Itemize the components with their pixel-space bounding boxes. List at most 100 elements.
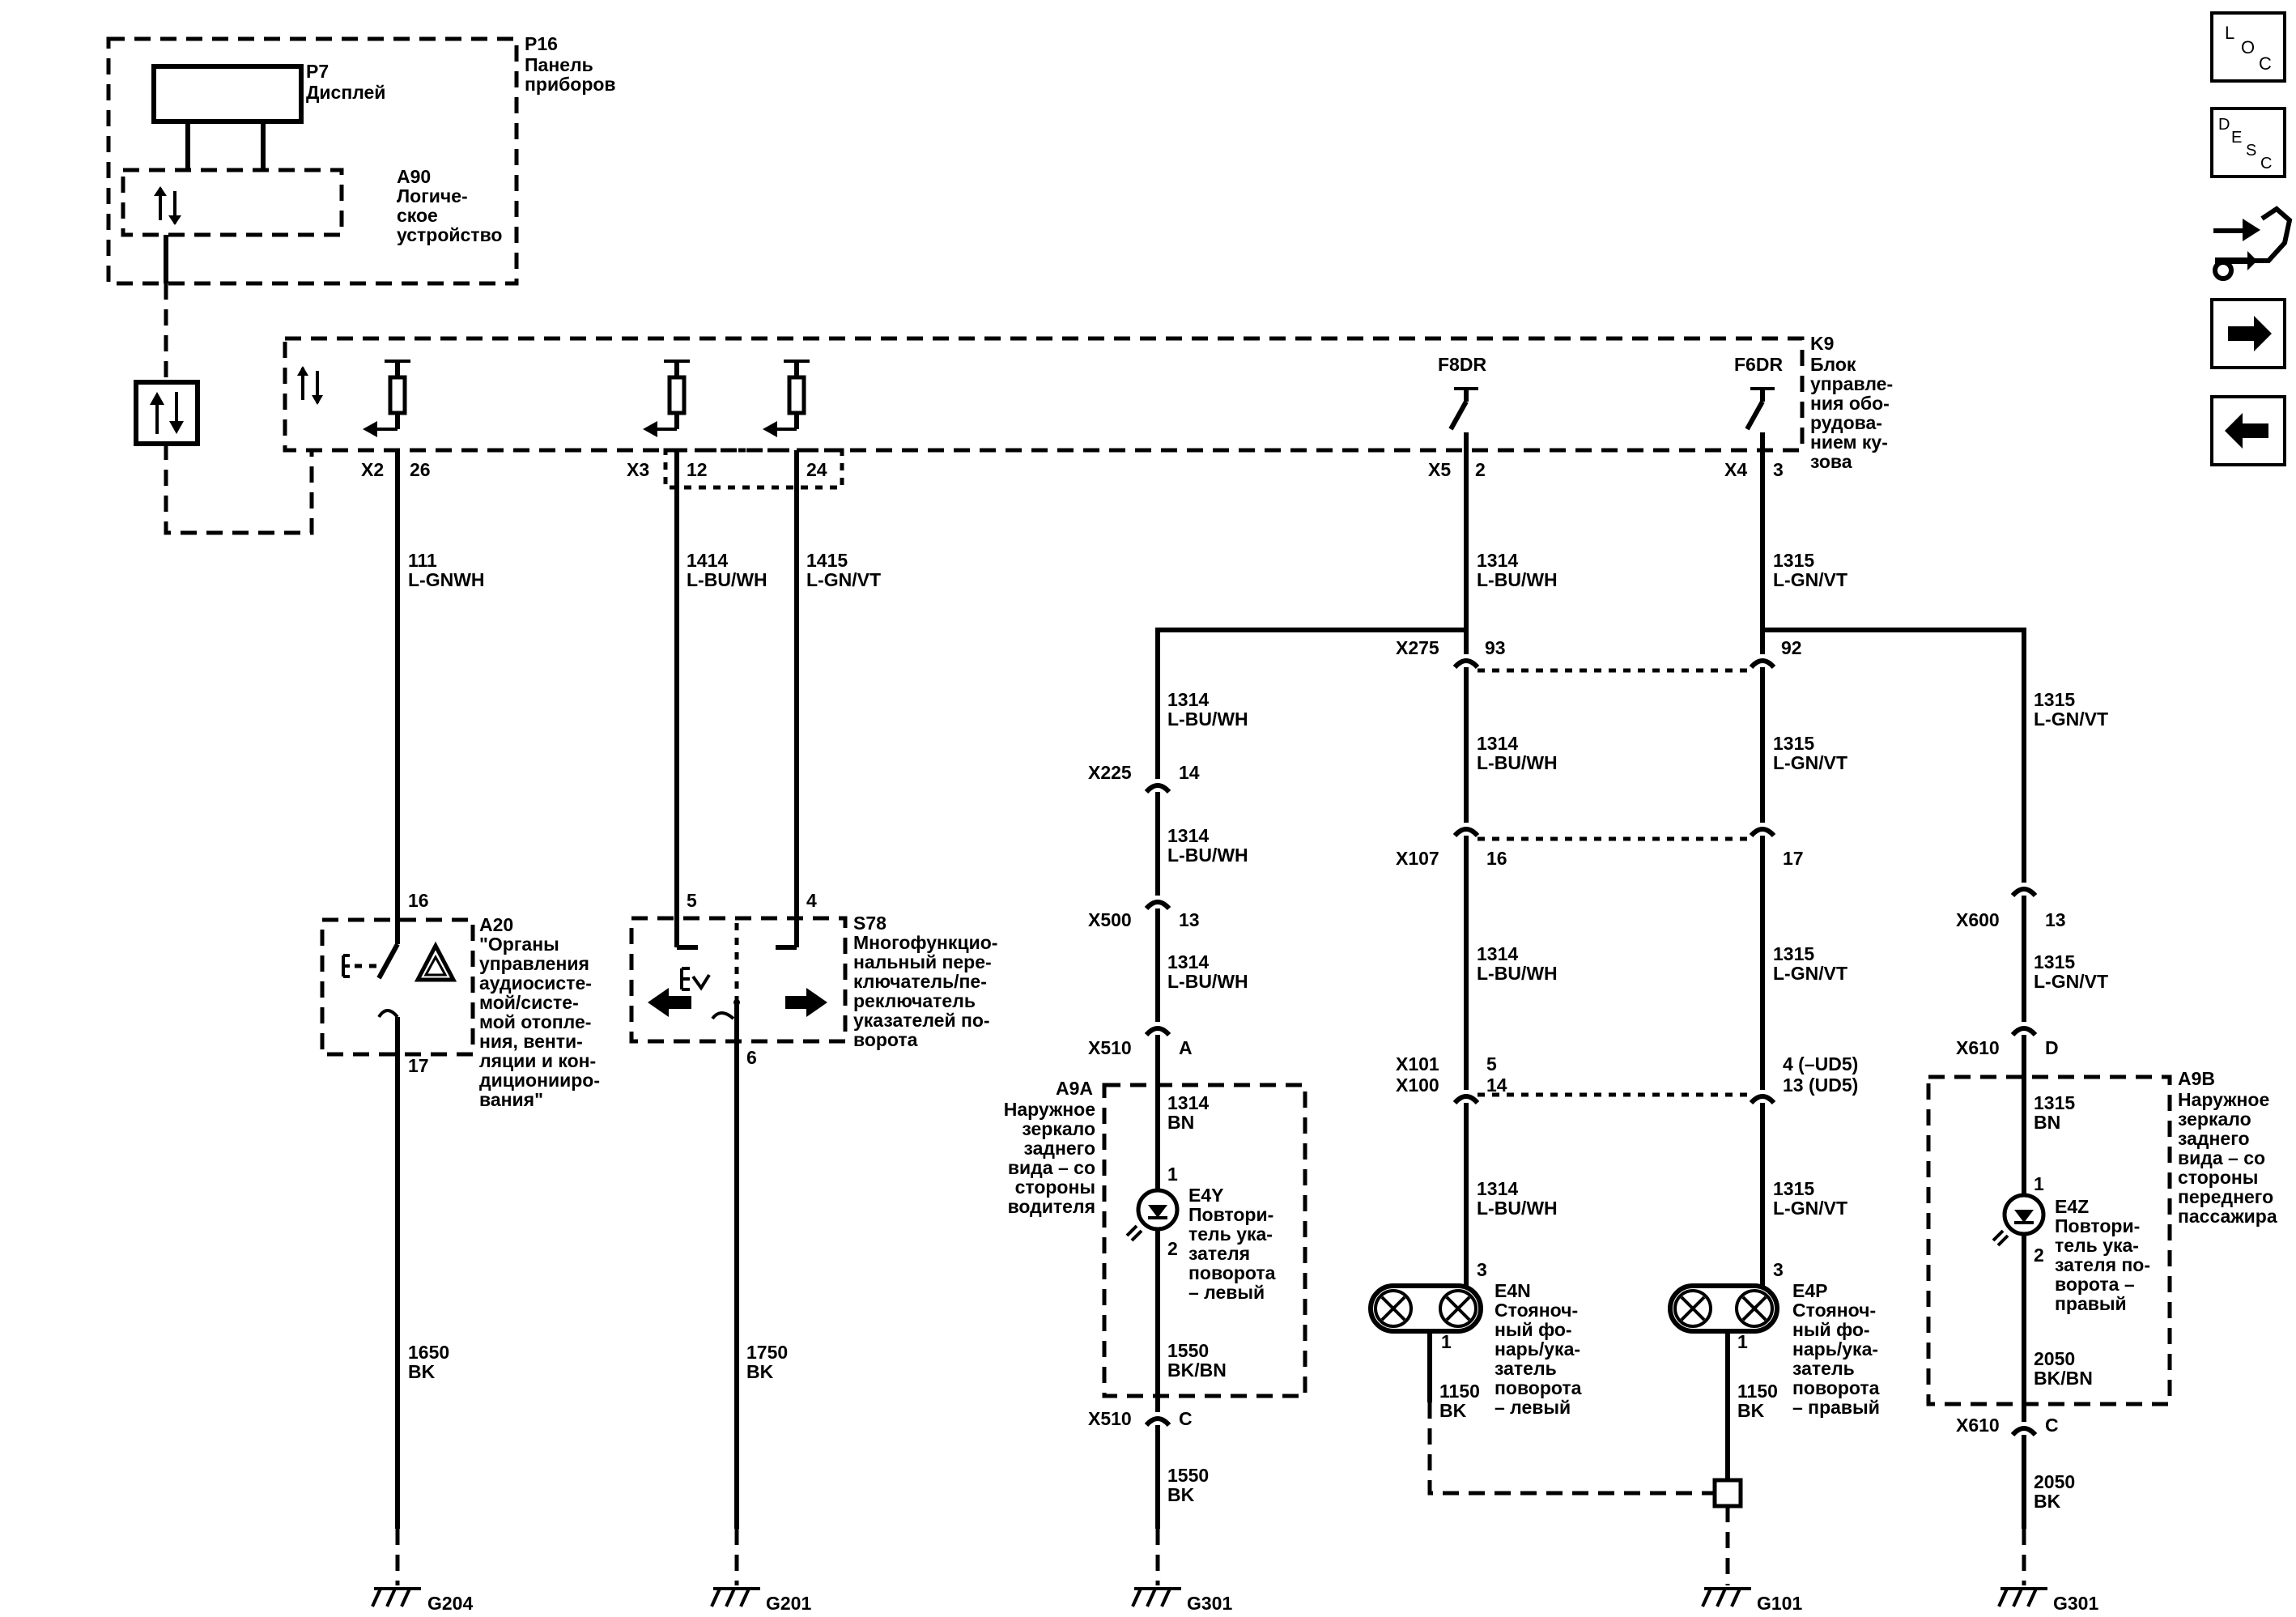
x107-pin-16: 16 [1486,848,1507,869]
wire-1315-bn-color: BN [2034,1112,2060,1133]
wire-1314-m2-number: 1314 [1477,943,1518,964]
x5-label: X5 [1428,459,1451,480]
wire-1150-r-number: 1150 [1737,1381,1778,1402]
wire-1314-l2-number: 1314 [1167,825,1209,846]
s78-desc-5: ворота [853,1029,918,1050]
desc-letter-e: E [2231,129,2242,147]
k9-desc-1: управле- [1810,373,1893,394]
input-x2-26 [363,360,410,437]
wire-1314-m3-color: L-BU/WH [1477,1198,1558,1219]
a20-desc-1: управления [479,953,589,974]
e4z-pin-2: 2 [2034,1245,2044,1266]
desc-letter-d: D [2218,116,2230,134]
x3-label: X3 [627,459,649,480]
g204-label: G204 [427,1593,473,1614]
wire-1550-in-color: BK/BN [1167,1360,1227,1381]
f6dr-label: F6DR [1734,354,1783,375]
wire-1315-m2-number: 1315 [1773,943,1814,964]
a9a-desc-3: вида – со [1008,1157,1095,1178]
a9a-desc-5: водителя [1008,1196,1095,1217]
ground-icon [710,1587,760,1607]
x500-connector [1144,900,1171,918]
x600-connector [2010,887,2038,905]
wire-111-number: 111 [408,550,437,571]
a20-pin-16: 16 [408,890,429,911]
a9b-id: A9B [2178,1068,2215,1089]
a20-desc-8: вания" [479,1089,543,1110]
e4p-desc-4: поворота [1792,1377,1880,1398]
g301-b-label: G301 [2053,1593,2098,1614]
wire-1315-m3-color: L-GN/VT [1773,1198,1847,1219]
input-arrow-icon [363,421,377,437]
e4y-pin-1: 1 [1167,1164,1178,1185]
e4y-desc-2: зателя [1188,1243,1250,1264]
e4n-pin-1: 1 [1441,1331,1452,1352]
e4z-desc-2: зателя по- [2055,1254,2150,1275]
e4z-desc-1: тель ука- [2055,1235,2139,1256]
turn-signal-lever-icon [680,967,711,991]
ground-g301-left: G301 [1131,1587,1232,1614]
x600-pin: 13 [2045,909,2066,930]
x600-label: X600 [1956,909,2000,930]
wire-1315-r2-number: 1315 [2034,951,2075,972]
ground-g101: G101 [1701,1587,1802,1614]
x107-pin-17: 17 [1783,848,1804,869]
wire-1315-m1-color: L-GN/VT [1773,752,1847,773]
k9-id: K9 [1810,333,1834,354]
a20-desc-7: диционииро- [479,1070,600,1091]
a9a-desc-0: Наружное [1004,1099,1095,1120]
x275-pin-93: 93 [1485,637,1506,658]
x510-a-connector [1144,1026,1171,1045]
e4p-desc-2: нарь/ука- [1792,1338,1878,1360]
k9-data-icon [297,366,323,405]
serial-data-link [134,283,314,535]
location-button[interactable]: L O C [2210,11,2286,83]
e4p-desc-0: Стояноч- [1792,1300,1876,1321]
ground-g301-right: G301 [1997,1587,2098,1614]
next-page-button[interactable] [2210,298,2286,369]
x610-d-label: X610 [1956,1037,2000,1058]
wire-1315-r1-number: 1315 [2034,689,2075,710]
s78-pin-6: 6 [746,1047,757,1068]
p7-id: P7 [306,61,329,82]
a9a-id: A9A [1056,1078,1093,1099]
a90-id: A90 [397,166,431,187]
x610-d-connector [2010,1026,2038,1045]
x4-pin: 3 [1773,459,1784,480]
a20-desc-0: "Органы [479,934,559,955]
k9-desc-2: ния обо- [1810,393,1890,414]
a90-desc-2: устройство [397,224,502,245]
x275-label: X275 [1396,637,1439,658]
ground-g204: G204 [371,1587,473,1614]
x275-connector-left [1452,658,1480,670]
data-link-icon [154,186,181,225]
e4n-desc-3: затель [1495,1358,1557,1379]
loc-letter-o: O [2241,37,2255,57]
connector-tool-button[interactable] [2213,206,2293,281]
ground-g201: G201 [710,1587,811,1614]
p16-id: P16 [525,33,558,54]
s78-desc-2: ключатель/пе- [853,971,987,992]
x100-pin-13: 13 (UD5) [1783,1074,1858,1096]
arrow-left-icon [2225,413,2268,449]
description-button[interactable]: D E S C [2210,107,2286,178]
x2-label: X2 [361,459,384,480]
a9b-desc-0: Наружное [2178,1089,2269,1110]
a9b-box [1926,1074,2172,1406]
a9b-desc-4: стороны [2178,1167,2258,1188]
output-switch-f8dr [1448,387,1478,450]
x275-pin-92: 92 [1781,637,1802,658]
a20-switch [342,921,400,1054]
wire-1315-m3-number: 1315 [1773,1178,1814,1199]
wire-1314-l3-number: 1314 [1167,951,1209,972]
e4y-id: E4Y [1188,1185,1223,1206]
wire-1315-bn-number: 1315 [2034,1092,2075,1113]
input-arrow-icon [763,421,777,437]
previous-page-button[interactable] [2210,395,2286,466]
s78-pin-5: 5 [687,890,697,911]
e4n-desc-2: нарь/ука- [1495,1338,1580,1360]
wire-1550-out-color: BK [1167,1484,1195,1505]
wire-1150-l-color: BK [1439,1400,1467,1421]
a20-pin-17: 17 [408,1055,429,1076]
